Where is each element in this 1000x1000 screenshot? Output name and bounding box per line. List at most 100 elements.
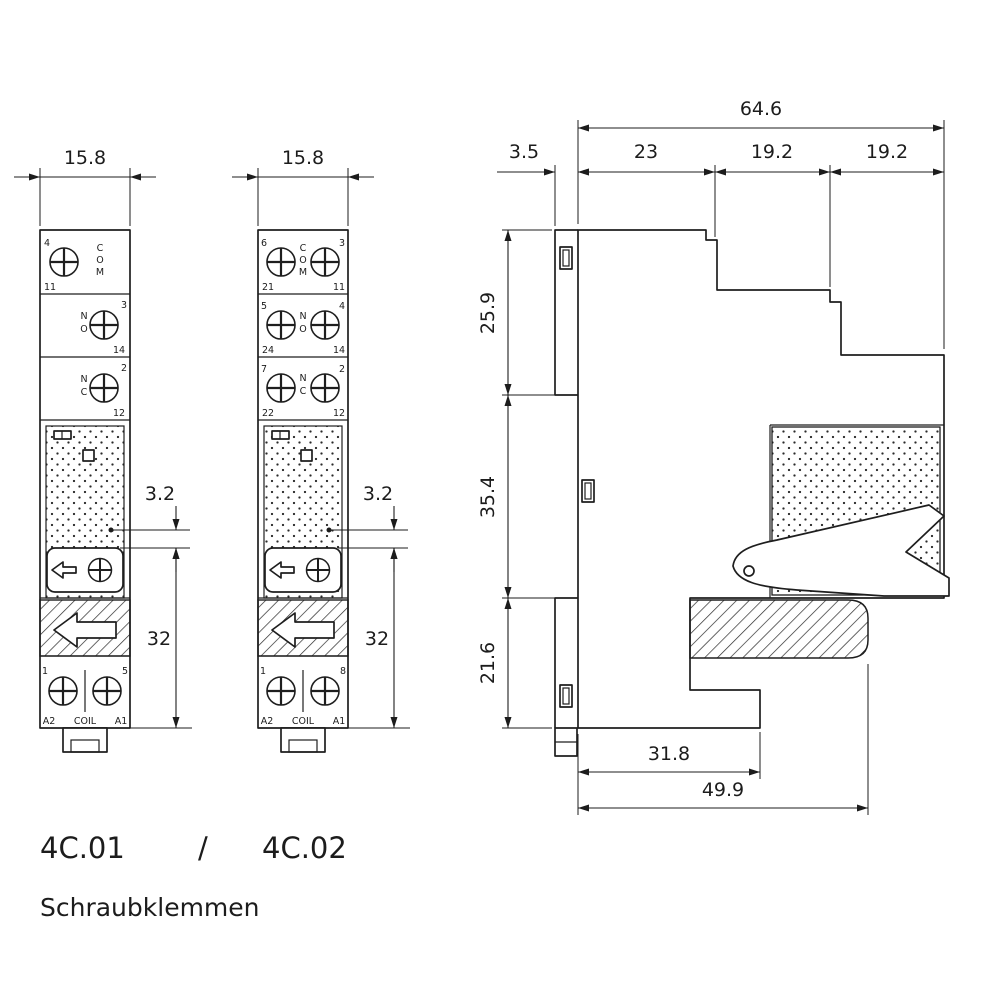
fv2-relay-section	[263, 425, 343, 599]
dim-label: 3.5	[509, 141, 539, 163]
dim-label: 15.8	[282, 147, 324, 169]
din-rail-clip	[554, 229, 595, 757]
front-view-2: 6 21 3 11 C O M 5 24 4 14 N O 7 22 2 12 …	[232, 147, 410, 753]
contact-letter: M	[299, 267, 307, 278]
fv2-foot	[280, 727, 326, 753]
fv2-coil-block: 1 8 A2 COIL A1	[260, 666, 346, 727]
contact-letter: N	[299, 311, 306, 322]
fv2-terminal-row-3: 7 22 2 12 N C	[261, 364, 345, 419]
contact-letter: O	[299, 324, 306, 335]
terminal-number: 1	[42, 666, 48, 677]
dim-label: 64.6	[740, 98, 782, 120]
dim-label: 3.2	[145, 483, 175, 505]
sv-dim-depths: 31.8 49.9	[577, 664, 869, 815]
terminal-number: 5	[122, 666, 128, 677]
mount-arrow-icon	[271, 612, 335, 648]
dim-label: 3.2	[363, 483, 393, 505]
screw-icon	[87, 557, 113, 583]
contact-letter: O	[299, 255, 306, 266]
release-arrow-icon	[51, 561, 77, 579]
screw-icon	[91, 675, 123, 707]
terminal-number: 2	[339, 364, 345, 375]
model-caption-separator: /	[198, 831, 208, 865]
contact-letter: C	[97, 243, 104, 254]
coil-label: A2	[43, 716, 56, 727]
terminal-number: 5	[261, 301, 267, 312]
contact-letter: C	[300, 243, 307, 254]
front-view-1: 4 11 C O M N O 3 14 N C 2 12	[14, 147, 192, 753]
terminal-type-caption: Schraubklemmen	[40, 893, 260, 922]
terminal-number: 22	[262, 408, 274, 419]
terminal-number: 3	[121, 300, 127, 311]
lever-pivot	[743, 565, 755, 577]
dim-label: 15.8	[64, 147, 106, 169]
contact-letter: N	[80, 311, 87, 322]
coil-label: A1	[333, 716, 346, 727]
release-arrow-icon	[269, 561, 295, 579]
fv2-terminal-row-1: 6 21 3 11 C O M	[261, 238, 345, 293]
fv2-hatch-block	[257, 599, 349, 657]
dim-label: 49.9	[702, 779, 744, 801]
fv1-terminal-row-1: 4 11 C O M	[44, 238, 104, 293]
terminal-number: 11	[333, 282, 345, 293]
dim-label: 21.6	[477, 642, 499, 684]
terminal-number: 4	[339, 301, 345, 312]
terminal-number: 21	[262, 282, 274, 293]
model-caption-left: 4C.01	[40, 831, 125, 865]
fv2-dim-gap: 3.2	[326, 483, 408, 572]
fv1-dim-height: 32	[130, 548, 192, 729]
terminal-number: 14	[333, 345, 345, 356]
screw-icon	[309, 246, 341, 278]
terminal-number: 11	[44, 282, 56, 293]
dim-label: 25.9	[477, 292, 499, 334]
terminal-number: 24	[262, 345, 274, 356]
fv2-terminal-row-2: 5 24 4 14 N O	[261, 301, 345, 356]
sv-dim-heights: 25.9 35.4 21.6	[477, 229, 576, 729]
dim-label: 35.4	[477, 476, 499, 518]
contact-letter: O	[80, 324, 87, 335]
fv1-terminal-row-3: N C 2 12	[80, 363, 127, 419]
screw-icon	[309, 372, 341, 404]
mount-arrow-icon	[53, 612, 117, 648]
fv1-terminal-row-2: N O 3 14	[80, 300, 127, 356]
dim-label: 19.2	[866, 141, 908, 163]
side-body-outline	[577, 229, 945, 729]
contact-letter: N	[80, 374, 87, 385]
dim-label: 31.8	[648, 743, 690, 765]
contact-letter: M	[96, 267, 104, 278]
dim-label: 32	[147, 628, 171, 650]
contact-letter: N	[299, 373, 306, 384]
caption-block: 4C.01 / 4C.02 Schraubklemmen	[40, 831, 347, 922]
screw-icon	[48, 246, 80, 278]
coil-label: COIL	[74, 716, 97, 727]
screw-icon	[88, 372, 120, 404]
fv1-coil-block: 1 5 A2 COIL A1	[42, 666, 128, 727]
fv1-hatch-block	[39, 599, 131, 657]
sv-dim-segments: 3.5 23 19.2 19.2	[497, 141, 944, 287]
fv1-dim-width: 15.8	[14, 147, 156, 226]
terminal-number: 7	[261, 364, 267, 375]
fv1-relay-section	[45, 425, 125, 599]
contact-letter: O	[96, 255, 103, 266]
coil-label: COIL	[292, 716, 315, 727]
screw-icon	[47, 675, 79, 707]
screw-icon	[305, 557, 331, 583]
screw-icon	[265, 675, 297, 707]
terminal-number: 14	[113, 345, 125, 356]
coil-label: A2	[261, 716, 274, 727]
contact-letter: C	[300, 386, 307, 397]
screw-icon	[265, 246, 297, 278]
contact-letter: C	[81, 387, 88, 398]
screw-icon	[265, 372, 297, 404]
hatched-section	[689, 599, 869, 659]
terminal-number: 3	[339, 238, 345, 249]
screw-icon	[309, 675, 341, 707]
dim-label: 32	[365, 628, 389, 650]
terminal-number: 1	[260, 666, 266, 677]
fv2-dim-height: 32	[348, 548, 410, 729]
screw-icon	[265, 309, 297, 341]
terminal-number: 8	[340, 666, 346, 677]
fv2-dim-width: 15.8	[232, 147, 374, 226]
terminal-number: 12	[333, 408, 345, 419]
